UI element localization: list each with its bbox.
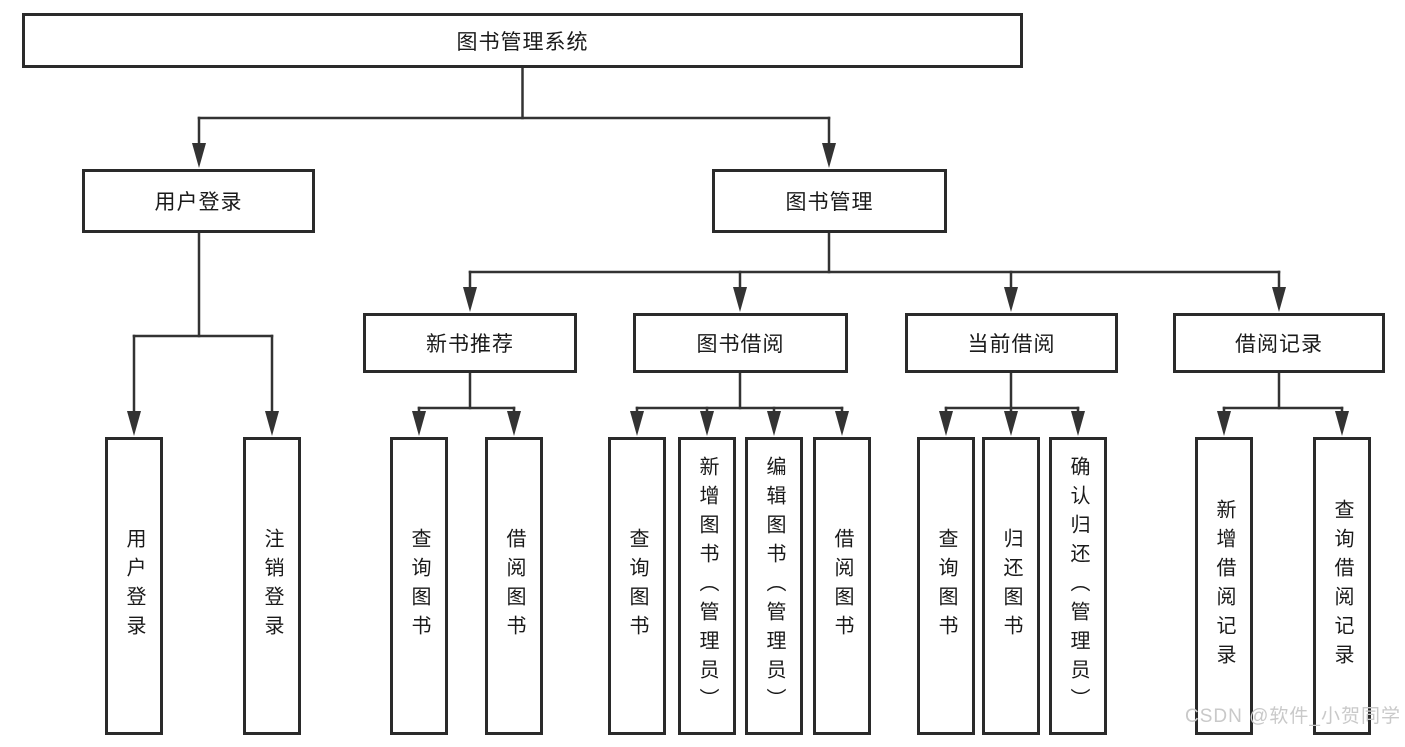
- leaf-add-borrow-record: 新增借阅记录: [1195, 437, 1253, 735]
- node-root-label: 图书管理系统: [456, 30, 589, 54]
- leaf-query-books-recommend-label: 查询图书: [408, 528, 430, 644]
- node-current-borrow: 当前借阅: [905, 313, 1118, 373]
- leaf-borrow-books-label: 借阅图书: [831, 528, 853, 644]
- leaf-query-books-borrow-label: 查询图书: [626, 528, 648, 644]
- leaf-return-books: 归还图书: [982, 437, 1040, 735]
- leaf-user-login-label: 用户登录: [123, 528, 145, 644]
- leaf-confirm-return-admin: 确认归还（管理员）: [1049, 437, 1107, 735]
- csdn-watermark: CSDN @软件_小贺同学: [1185, 706, 1401, 727]
- node-book-borrow-label: 图书借阅: [696, 333, 785, 356]
- leaf-query-books-borrow: 查询图书: [608, 437, 666, 735]
- leaf-add-borrow-record-label: 新增借阅记录: [1213, 499, 1235, 673]
- leaf-logout: 注销登录: [243, 437, 301, 735]
- leaf-add-books-admin-label: 新增图书（管理员）: [696, 455, 718, 717]
- leaf-borrow-books: 借阅图书: [813, 437, 871, 735]
- node-root: 图书管理系统: [22, 13, 1023, 68]
- node-book-management-label: 图书管理: [785, 191, 874, 214]
- leaf-borrow-books-recommend: 借阅图书: [485, 437, 543, 735]
- leaf-user-login: 用户登录: [105, 437, 163, 735]
- node-new-book-recommend-label: 新书推荐: [426, 333, 514, 356]
- leaf-edit-books-admin: 编辑图书（管理员）: [745, 437, 803, 735]
- leaf-query-borrow-record: 查询借阅记录: [1313, 437, 1371, 735]
- node-user-login-label: 用户登录: [154, 191, 243, 214]
- node-book-borrow: 图书借阅: [633, 313, 848, 373]
- leaf-borrow-books-recommend-label: 借阅图书: [503, 528, 525, 644]
- leaf-confirm-return-admin-label: 确认归还（管理员）: [1067, 455, 1089, 717]
- node-borrow-records-label: 借阅记录: [1235, 333, 1323, 356]
- node-new-book-recommend: 新书推荐: [363, 313, 577, 373]
- node-borrow-records: 借阅记录: [1173, 313, 1385, 373]
- leaf-query-borrow-record-label: 查询借阅记录: [1331, 499, 1353, 673]
- leaf-query-books-current: 查询图书: [917, 437, 975, 735]
- node-book-management: 图书管理: [712, 169, 947, 233]
- leaf-add-books-admin: 新增图书（管理员）: [678, 437, 736, 735]
- leaf-return-books-label: 归还图书: [1000, 528, 1022, 644]
- leaf-logout-label: 注销登录: [261, 528, 283, 644]
- leaf-edit-books-admin-label: 编辑图书（管理员）: [763, 455, 785, 717]
- node-current-borrow-label: 当前借阅: [967, 333, 1056, 356]
- node-user-login: 用户登录: [82, 169, 315, 233]
- leaf-query-books-current-label: 查询图书: [935, 528, 957, 644]
- leaf-query-books-recommend: 查询图书: [390, 437, 448, 735]
